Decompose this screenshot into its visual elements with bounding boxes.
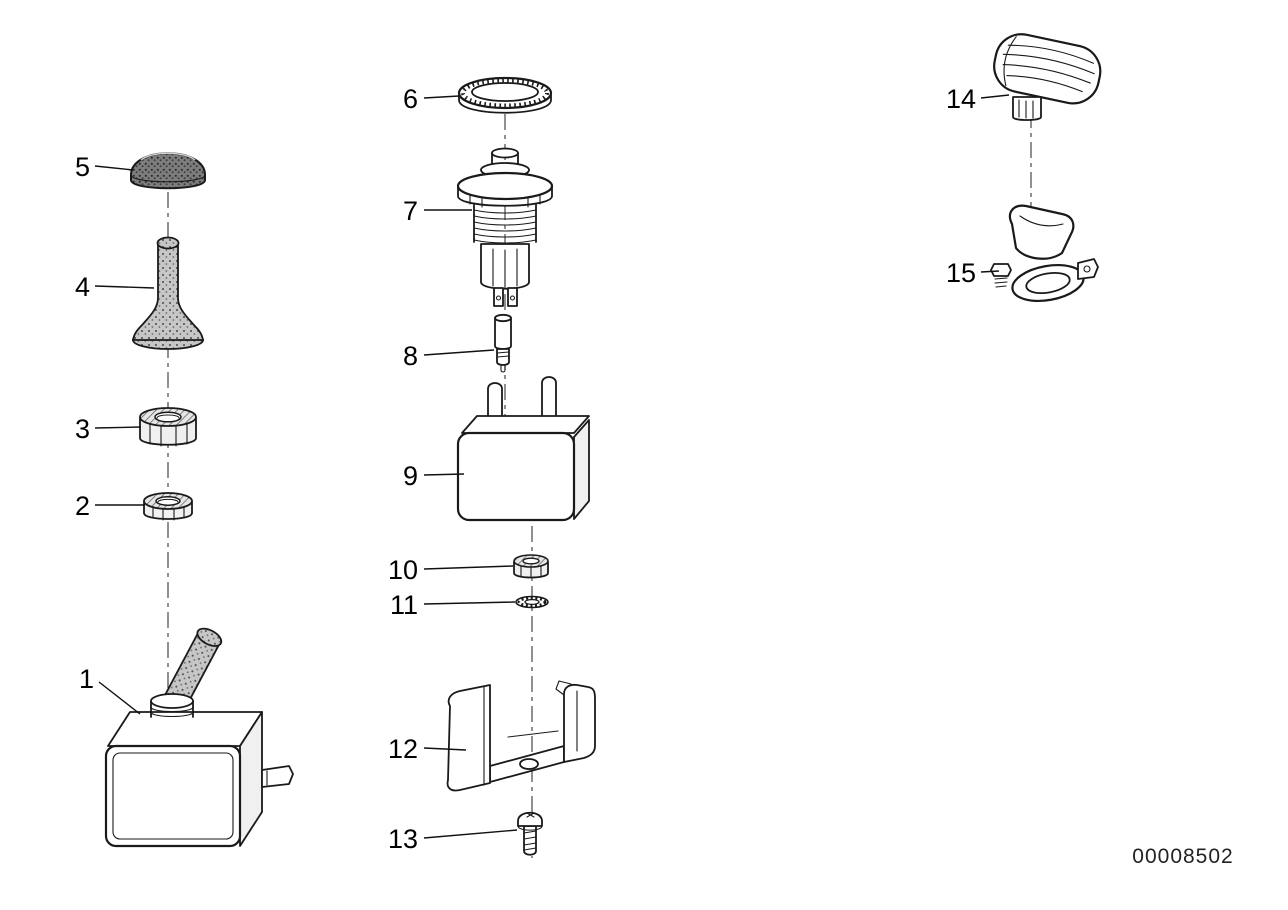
leader-line-5 — [94, 165, 134, 171]
part-label-14[interactable]: 14 — [946, 84, 976, 114]
part-11-lock-washer-drawing — [515, 595, 549, 609]
leader-line-6 — [423, 95, 460, 99]
part-8-bulb-drawing — [494, 313, 512, 373]
part-12-bracket-drawing — [446, 680, 596, 792]
part-label-1[interactable]: 1 — [79, 664, 94, 694]
leader-line-1 — [98, 681, 141, 715]
part-1-toggle-switch-drawing — [104, 627, 294, 848]
part-7-push-button-switch-drawing — [456, 147, 554, 307]
part-label-13[interactable]: 13 — [388, 824, 418, 854]
leader-line-12 — [423, 747, 467, 751]
part-label-15[interactable]: 15 — [946, 258, 976, 288]
part-label-5[interactable]: 5 — [75, 152, 90, 182]
part-label-10[interactable]: 10 — [388, 555, 418, 585]
leader-line-11 — [423, 601, 516, 605]
leader-line-9 — [423, 473, 465, 476]
leader-line-15 — [980, 270, 1000, 273]
part-label-3[interactable]: 3 — [75, 414, 90, 444]
part-5-sealing-cap-drawing — [130, 152, 206, 190]
part-label-11[interactable]: 11 — [390, 590, 418, 620]
part-2-hex-nut-drawing — [143, 492, 193, 521]
part-10-hex-nut-drawing — [513, 554, 549, 579]
part-4-toggle-lever-drawing — [131, 236, 205, 350]
part-label-2[interactable]: 2 — [75, 491, 90, 521]
part-9-relay-drawing — [456, 376, 590, 522]
part-label-8[interactable]: 8 — [403, 341, 418, 371]
leader-line-3 — [94, 426, 142, 429]
part-15-clamp-drawing — [990, 204, 1099, 302]
leader-line-10 — [423, 565, 514, 570]
part-label-9[interactable]: 9 — [403, 461, 418, 491]
doc-number: 00008502 — [1132, 845, 1233, 868]
part-label-6[interactable]: 6 — [403, 84, 418, 114]
part-label-4[interactable]: 4 — [75, 272, 90, 302]
leader-line-8 — [423, 349, 495, 356]
leader-line-13 — [423, 829, 518, 839]
part-label-7[interactable]: 7 — [403, 196, 418, 226]
leader-line-14 — [980, 94, 1010, 99]
part-13-screw-drawing — [517, 811, 543, 856]
part-label-12[interactable]: 12 — [388, 734, 418, 764]
leader-line-4 — [94, 285, 155, 289]
part-3-hex-nut-drawing — [139, 407, 197, 447]
part-6-cover-cap-drawing — [457, 76, 553, 114]
part-14-switch-housing-drawing — [993, 33, 1102, 121]
